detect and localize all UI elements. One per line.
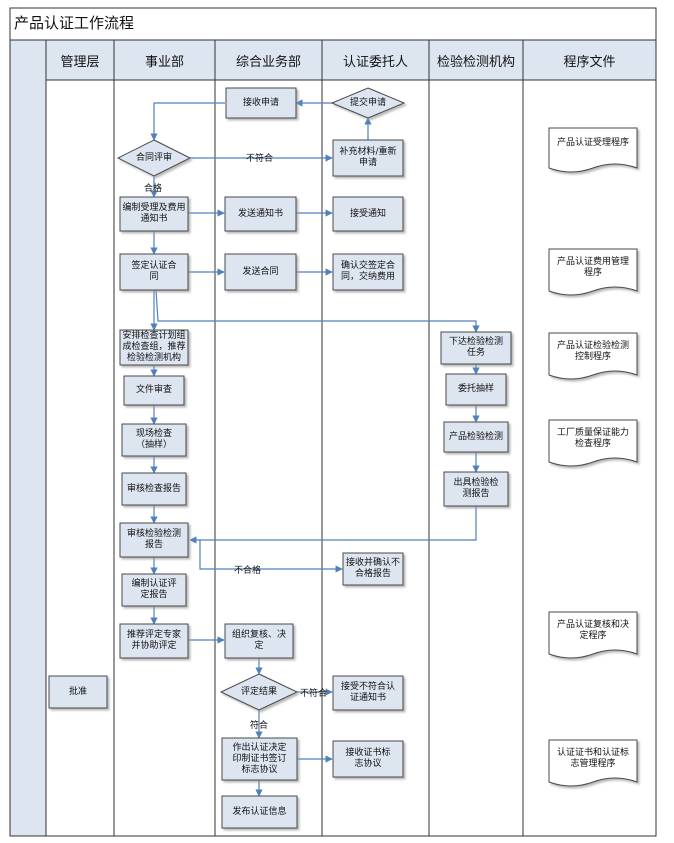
- box-receive-fail: [342, 552, 404, 586]
- doc-shape-4: [548, 419, 638, 467]
- box-compile-notice: [119, 196, 189, 232]
- box-send-notice: [224, 196, 297, 232]
- box-review-test: [119, 522, 189, 558]
- node-receive-fail: 接收并确认不合格报告: [345, 558, 400, 579]
- box-arrange: [119, 329, 189, 366]
- box-confirm-pay: [332, 253, 404, 291]
- left-strip: [9, 39, 47, 837]
- node-review-test: 审核检验检测报告: [126, 529, 181, 550]
- doc-label-6: 认证证书和认证标志管理程序: [557, 748, 630, 769]
- box-review-inspect: [121, 472, 187, 506]
- box-site-inspect: [121, 423, 187, 457]
- box-sign-contract: [119, 253, 189, 291]
- node-approve: 批准: [68, 686, 87, 697]
- lane-header-testing-agency: 检验检测机构: [436, 54, 515, 70]
- node-issue-report: 出具检验检测报告: [453, 478, 499, 499]
- node-make-decision: 作出认证决定印制证书签订标志协议: [232, 742, 287, 775]
- box-accept-fail: [332, 675, 404, 711]
- doc-shape-6: [548, 739, 638, 787]
- edge-label-fail: 不合格: [234, 566, 262, 576]
- node-send-notice: 发送通知书: [237, 208, 283, 219]
- doc-label-1: 产品认证受理程序: [556, 138, 629, 148]
- lane-header-row: [45, 39, 657, 81]
- node-sign-contract: 签定认证合同: [131, 261, 177, 282]
- box-decision: [221, 737, 298, 781]
- box-approve: [48, 675, 108, 709]
- box-send-contract: [224, 253, 297, 291]
- box-receive: [225, 87, 297, 119]
- doc-shape-5: [548, 611, 638, 659]
- node-eval-result: 评定结果: [240, 686, 277, 697]
- node-site-inspect: 现场检查（抽样）: [135, 429, 172, 450]
- doc-shape-1: [548, 127, 638, 173]
- box-supplement: [332, 139, 404, 177]
- lane-header-procedures: 程序文件: [563, 54, 616, 70]
- doc-label-5: 产品认证复核和决定程序: [557, 620, 630, 641]
- doc-label-4: 工厂质量保证能力检查程序: [557, 428, 630, 449]
- node-review-inspect: 审核检查报告: [126, 483, 181, 494]
- box-issue-report: [443, 471, 509, 507]
- node-send-contract: 发送合同: [242, 266, 279, 277]
- lane-header-division: 事业部: [144, 54, 184, 70]
- lane-header-client: 认证委托人: [342, 54, 408, 70]
- doc-label-2: 产品认证费用管理程序: [557, 257, 630, 278]
- box-organize: [224, 623, 294, 659]
- box-receive-cert: [332, 740, 404, 778]
- diamond-submit: [330, 87, 406, 119]
- node-recommend: 推荐评定专家并协助评定: [126, 630, 181, 651]
- node-receive: 接收申请: [242, 97, 279, 108]
- node-sampling: 委托抽样: [457, 384, 494, 394]
- box-sampling: [445, 373, 507, 406]
- box-product-test: [443, 421, 509, 453]
- edge-label-conform: 符合: [250, 721, 269, 731]
- edge-label-pass: 合格: [144, 184, 163, 194]
- node-publish: 发布认证信息: [232, 806, 287, 817]
- edge-label-nonconform-2: 不符合: [300, 689, 328, 699]
- node-accept-fail: 接受不符合认证通知书: [340, 682, 395, 703]
- doc-shape-2: [548, 248, 638, 296]
- lane-header-management: 管理层: [60, 54, 100, 70]
- node-issue-task: 下达检验检测任务: [448, 337, 503, 358]
- diamond-contract-review: [116, 139, 192, 177]
- node-doc-review: 文件审查: [135, 385, 172, 395]
- box-publish: [221, 795, 298, 829]
- node-submit: 提交申请: [349, 97, 386, 108]
- box-recommend: [119, 623, 189, 659]
- node-contract-review: 合同评审: [135, 152, 172, 163]
- diamond-eval-result: [219, 673, 299, 711]
- node-product-test: 产品检验检测: [448, 431, 503, 442]
- lane-header-general-business: 综合业务部: [235, 54, 301, 70]
- node-compile-notice: 编制受理及费用通知书: [122, 203, 186, 224]
- box-accept-notice: [332, 196, 404, 232]
- doc-label-3: 产品认证检验检测控制程序: [557, 341, 630, 362]
- node-confirm-pay: 确认交签定合同，交纳费用: [340, 261, 395, 282]
- node-arrange: 安排检查计划组成检查组，推荐检验检测机构: [122, 331, 186, 363]
- node-organize: 组织复核、决定: [231, 630, 286, 651]
- node-receive-cert: 接收证书标志协议: [345, 748, 391, 769]
- edge-label-nonconform-1: 不符合: [246, 154, 274, 164]
- page-title: 产品认证工作流程: [14, 14, 135, 32]
- box-doc-review: [123, 375, 185, 406]
- box-issue-task: [440, 331, 512, 365]
- node-accept-notice: 接受通知: [349, 208, 386, 219]
- node-supplement: 补充材料/重新申请: [339, 147, 397, 168]
- node-compile-eval: 编制认证评定报告: [131, 579, 177, 600]
- doc-shape-3: [548, 332, 638, 380]
- box-compile-eval: [121, 573, 187, 607]
